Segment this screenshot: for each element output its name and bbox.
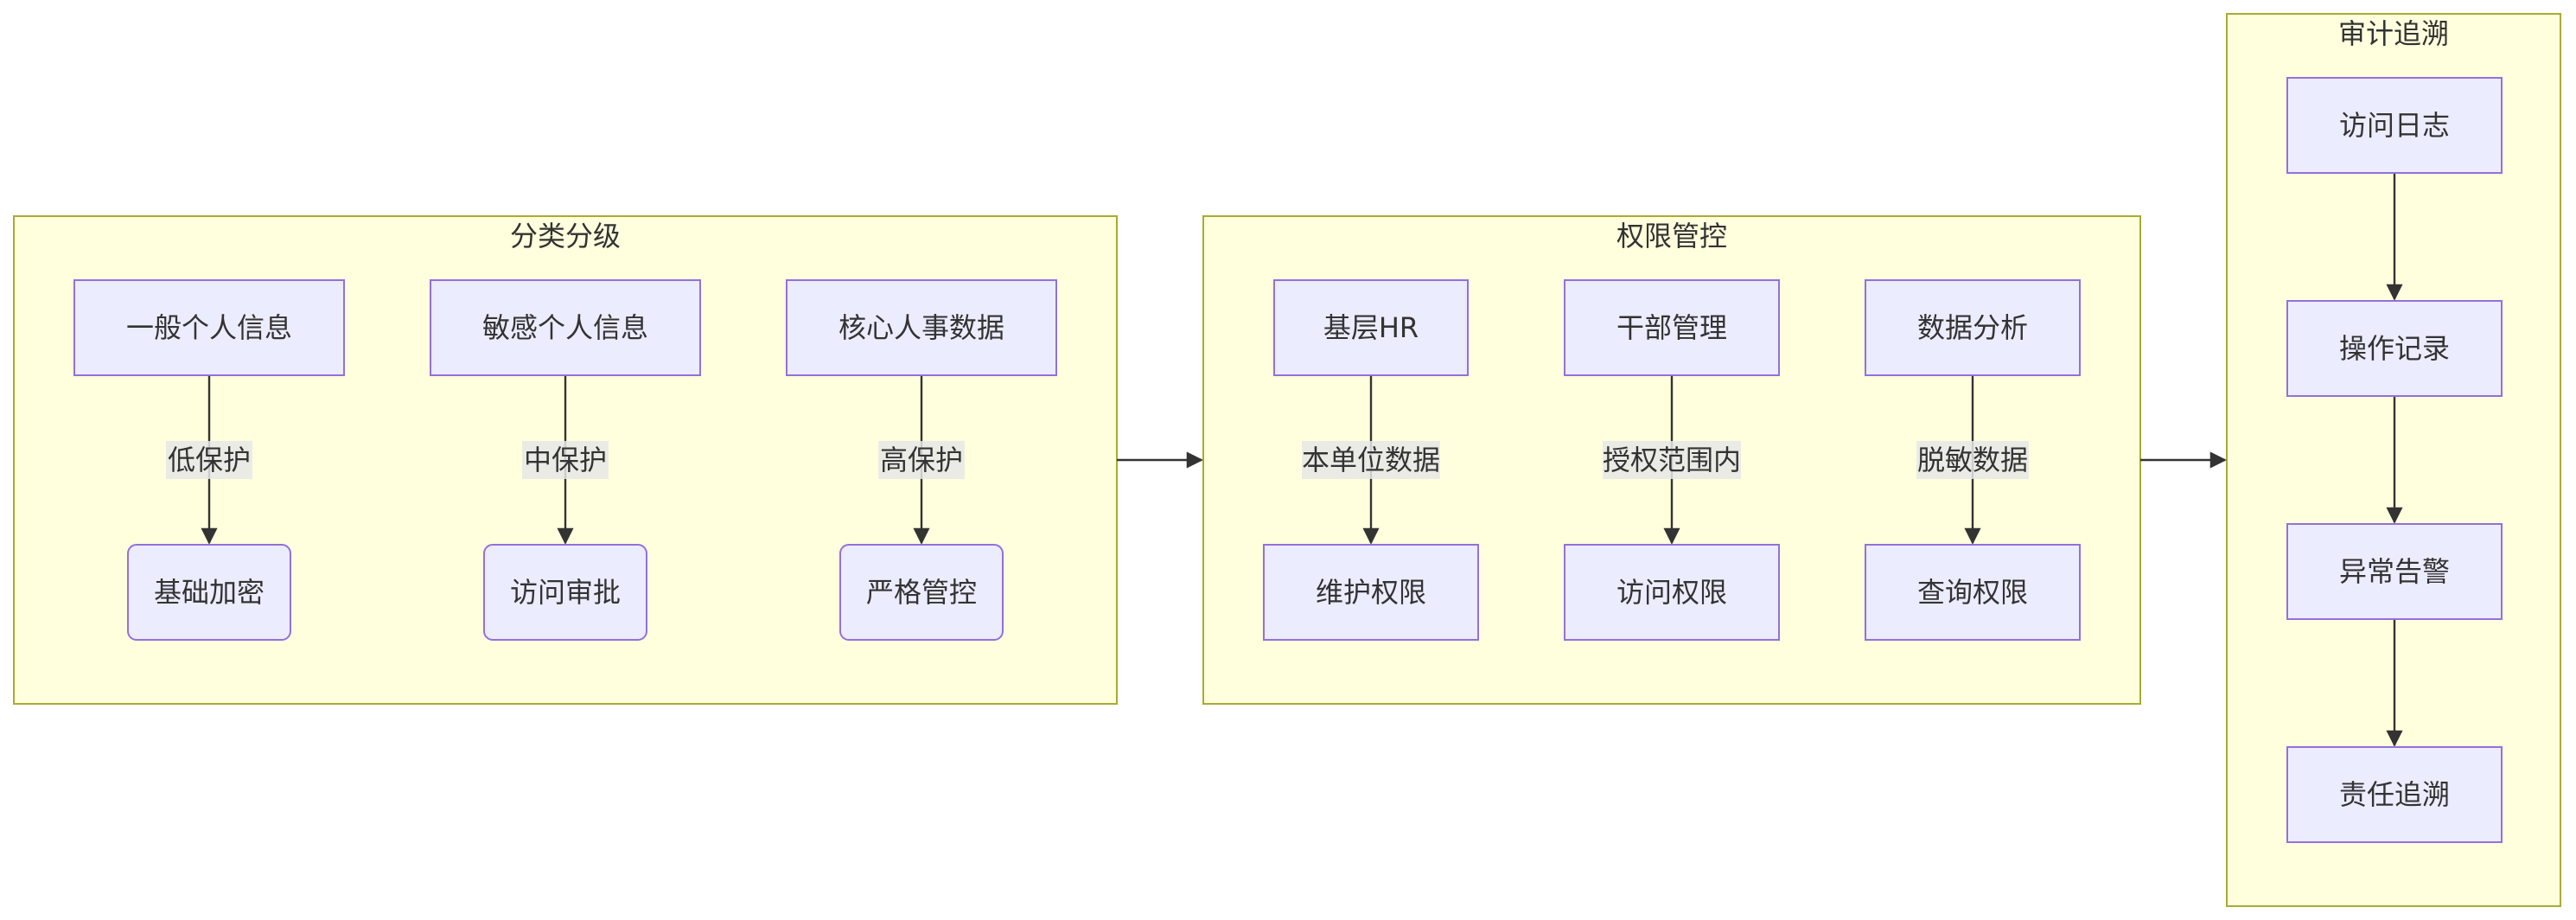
edge-analysis-to-query: 脱敏数据 [1916,375,2029,545]
node-operation-record-label: 操作记录 [2339,332,2450,365]
node-strict-control: 严格管控 [839,544,1004,641]
node-sensitive-info-label: 敏感个人信息 [482,311,648,344]
node-general-info-label: 一般个人信息 [126,311,292,344]
edge-label-within-scope: 授权范围内 [1603,444,1741,476]
node-access-log: 访问日志 [2286,77,2503,174]
node-operation-record: 操作记录 [2286,300,2503,397]
cluster-audit-title: 审计追溯 [2338,17,2449,50]
edge-grassroots-to-maintain: 本单位数据 [1302,375,1440,545]
node-basic-encrypt-label: 基础加密 [154,576,265,609]
node-data-analysis: 数据分析 [1865,279,2081,376]
node-cadre-mgmt: 干部管理 [1564,279,1780,376]
node-sensitive-info: 敏感个人信息 [430,279,701,376]
node-access-log-label: 访问日志 [2339,109,2450,142]
node-basic-encrypt: 基础加密 [127,544,291,641]
node-core-hr-data: 核心人事数据 [786,279,1057,376]
node-access-perm-label: 访问权限 [1616,576,1727,609]
node-query-perm-label: 查询权限 [1917,576,2028,609]
edge-label-high-protect: 高保护 [880,444,963,476]
edge-sensitive-to-approval: 中保护 [522,375,609,545]
cluster-classify-title: 分类分级 [510,220,621,252]
node-general-info: 一般个人信息 [73,279,345,376]
node-core-hr-data-label: 核心人事数据 [838,311,1004,344]
node-grassroots-hr: 基层HR [1273,279,1469,376]
edge-core-to-strict: 高保护 [878,375,965,545]
edge-general-to-basic: 低保护 [166,375,252,545]
edge-label-low-protect: 低保护 [168,444,251,476]
node-data-analysis-label: 数据分析 [1917,311,2028,344]
node-query-perm: 查询权限 [1865,544,2081,641]
node-access-perm: 访问权限 [1564,544,1780,641]
node-grassroots-hr-label: 基层HR [1323,311,1419,344]
node-anomaly-alert-label: 异常告警 [2339,555,2450,588]
edge-label-masked-data: 脱敏数据 [1917,444,2028,476]
node-accountability: 责任追溯 [2286,746,2503,843]
node-cadre-mgmt-label: 干部管理 [1616,311,1727,344]
node-access-approval: 访问审批 [483,544,647,641]
node-maintain-perm-label: 维护权限 [1316,576,1426,609]
cluster-permission-title: 权限管控 [1616,220,1727,252]
node-accountability-label: 责任追溯 [2339,778,2450,811]
edge-cadre-to-access: 授权范围内 [1603,375,1741,545]
node-anomaly-alert: 异常告警 [2286,523,2503,620]
node-maintain-perm: 维护权限 [1263,544,1479,641]
edge-label-own-unit-data: 本单位数据 [1302,444,1440,476]
node-access-approval-label: 访问审批 [510,576,621,609]
node-strict-control-label: 严格管控 [866,576,977,609]
edge-label-mid-protect: 中保护 [524,444,607,476]
